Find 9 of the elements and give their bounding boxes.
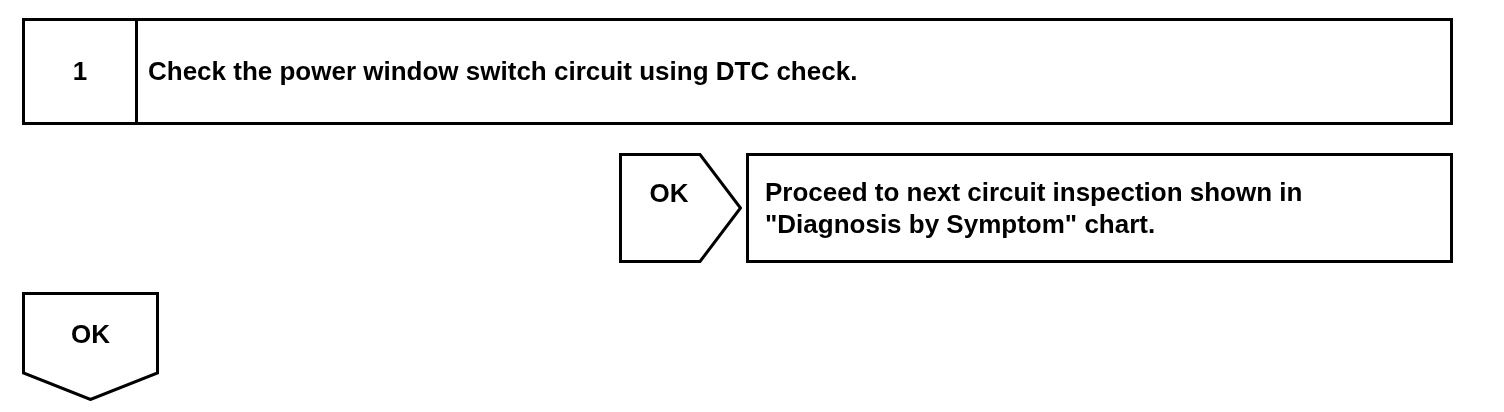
step-number: 1	[72, 55, 88, 88]
result-text: Proceed to next circuit inspection shown in "Diagnosis by Symptom" chart.	[765, 175, 1304, 241]
step-instruction: Check the power window switch circuit using DTC check.	[148, 55, 858, 88]
result-label: OK	[71, 317, 110, 351]
result-box	[746, 153, 1453, 263]
down-chevron	[22, 292, 159, 401]
chevron-arrow	[619, 153, 742, 263]
edge-label: OK	[649, 176, 689, 210]
step-box	[22, 18, 1453, 125]
